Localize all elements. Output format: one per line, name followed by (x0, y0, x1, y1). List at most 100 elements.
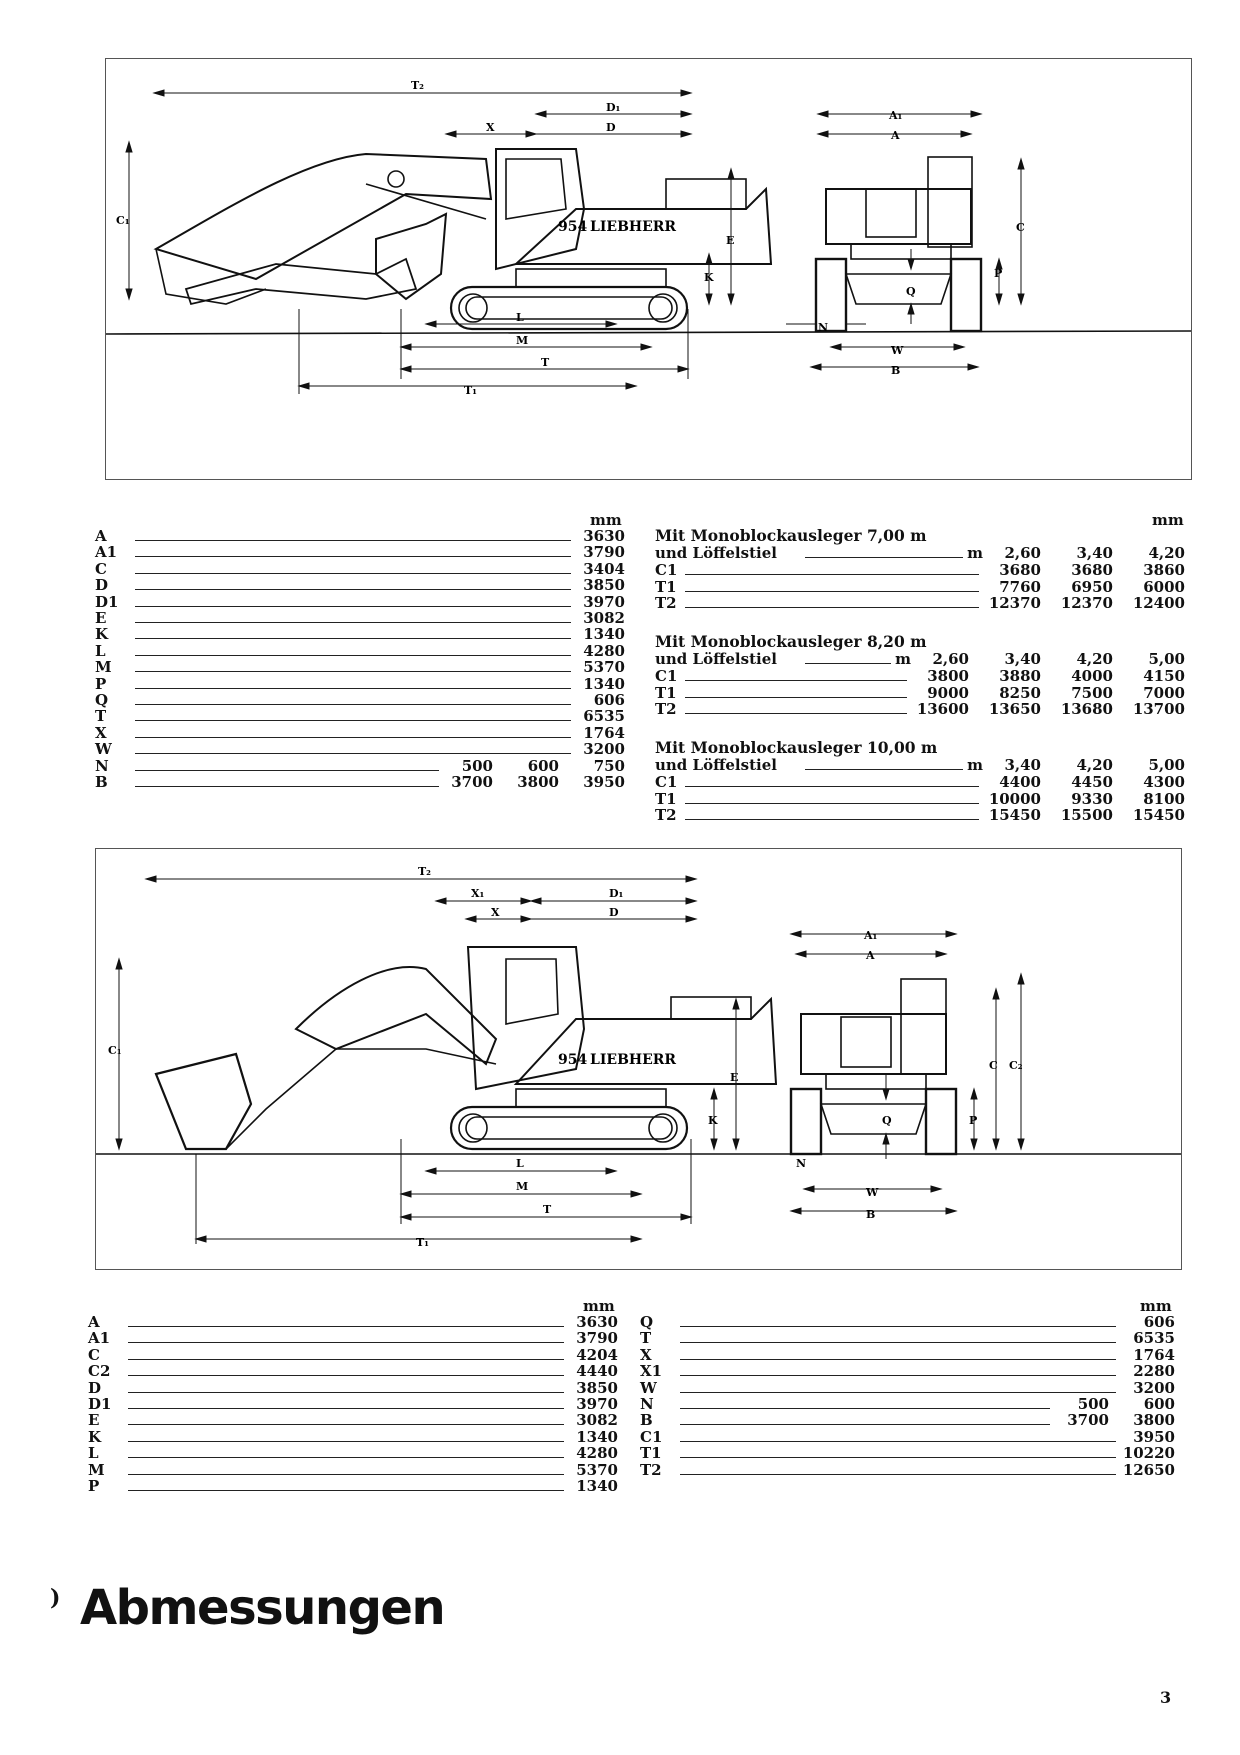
leader-line (680, 1473, 1116, 1475)
column-header: 3,40 (1004, 650, 1041, 668)
front-N-label: N (796, 1157, 806, 1170)
row-label: T1 (640, 1444, 662, 1463)
front-A1-label: A₁ (888, 109, 903, 122)
row-label: X (640, 1345, 652, 1364)
leader-line (680, 1391, 1116, 1393)
dim-E-label: E (726, 234, 734, 247)
leader-line (135, 638, 571, 640)
row-value: 1340 (576, 1477, 618, 1495)
unit-label: mm (1152, 511, 1184, 529)
dim-T2-label: T₂ (411, 79, 424, 92)
column-header: 2,60 (932, 650, 969, 668)
leader-line (680, 1326, 1116, 1327)
leader-line (135, 572, 571, 574)
leader-line (135, 736, 571, 738)
leader-line (128, 1358, 564, 1360)
row-label: A (88, 1313, 100, 1331)
leader-line (128, 1326, 564, 1327)
row-label: C (88, 1345, 100, 1364)
leader-line (680, 1424, 1050, 1426)
unit-label: mm (1140, 1297, 1172, 1315)
column-header: 5,00 (1148, 650, 1185, 668)
dim-E-label: E (730, 1071, 738, 1084)
leader-line (680, 1440, 1116, 1442)
leader-line (135, 540, 571, 541)
row-value: 3700 (1067, 1411, 1109, 1430)
page-title: Abmessungen (80, 1580, 446, 1636)
block-subheading: und Löffelstiel (655, 544, 777, 562)
leader-line (128, 1473, 564, 1475)
row-label: T2 (655, 594, 677, 612)
row-label: T2 (655, 806, 677, 824)
row-value: 3950 (1133, 1427, 1175, 1446)
row-label: K (95, 625, 109, 644)
leader-line (685, 713, 907, 714)
leader-line (128, 1424, 564, 1426)
row-label: B (95, 773, 108, 791)
row-label: T2 (655, 700, 677, 718)
leader-line (685, 574, 979, 575)
row-label: W (640, 1378, 657, 1397)
backhoe-drawing: 954 LIEBHERR T₂ D₁ X D C₁ E K L M T T₁ (106, 79, 1191, 397)
page-number: 3 (1160, 1688, 1172, 1707)
leader-line (135, 654, 571, 656)
row-value: 3082 (576, 1411, 618, 1430)
leader-line (135, 720, 571, 722)
dim-X-label: X (491, 906, 500, 919)
row-label: M (95, 658, 112, 677)
margin-mark: ) (50, 1585, 61, 1611)
row-label: T1 (655, 683, 677, 702)
row-value: 9330 (1071, 789, 1113, 808)
row-value: 12400 (1132, 594, 1185, 612)
row-value: 13700 (1132, 700, 1185, 718)
row-value: 4400 (999, 773, 1041, 791)
row-value: 3800 (927, 667, 969, 685)
row-value: 15450 (988, 806, 1041, 824)
column-header: 2,60 (1004, 544, 1041, 562)
front-W-label: W (865, 1186, 879, 1199)
column-header: 3,40 (1004, 756, 1041, 774)
unit-m: m (895, 650, 911, 668)
leader-line (135, 753, 571, 755)
row-value: 4150 (1143, 667, 1185, 685)
row-value: 3200 (1133, 1378, 1175, 1397)
leader-line (680, 1342, 1116, 1344)
leader-line (135, 671, 571, 673)
dim-C1-label: C₁ (116, 214, 130, 227)
front-B-label: B (866, 1208, 875, 1221)
row-label: E (95, 609, 107, 627)
leader-line (135, 769, 439, 771)
row-value: 4450 (1071, 773, 1113, 791)
leader-line (680, 1408, 1050, 1409)
unit-label: mm (583, 1297, 615, 1315)
block-heading: Mit Monoblockausleger 8,20 m (655, 632, 927, 651)
row-value: 12370 (1060, 594, 1113, 612)
row-value: 606 (1143, 1313, 1175, 1331)
dim-X1-label: X₁ (471, 887, 485, 900)
row-label: L (95, 641, 106, 660)
diagram-backhoe: 954 LIEBHERR T₂ D₁ X D C₁ E K L M T T₁ (105, 58, 1192, 480)
